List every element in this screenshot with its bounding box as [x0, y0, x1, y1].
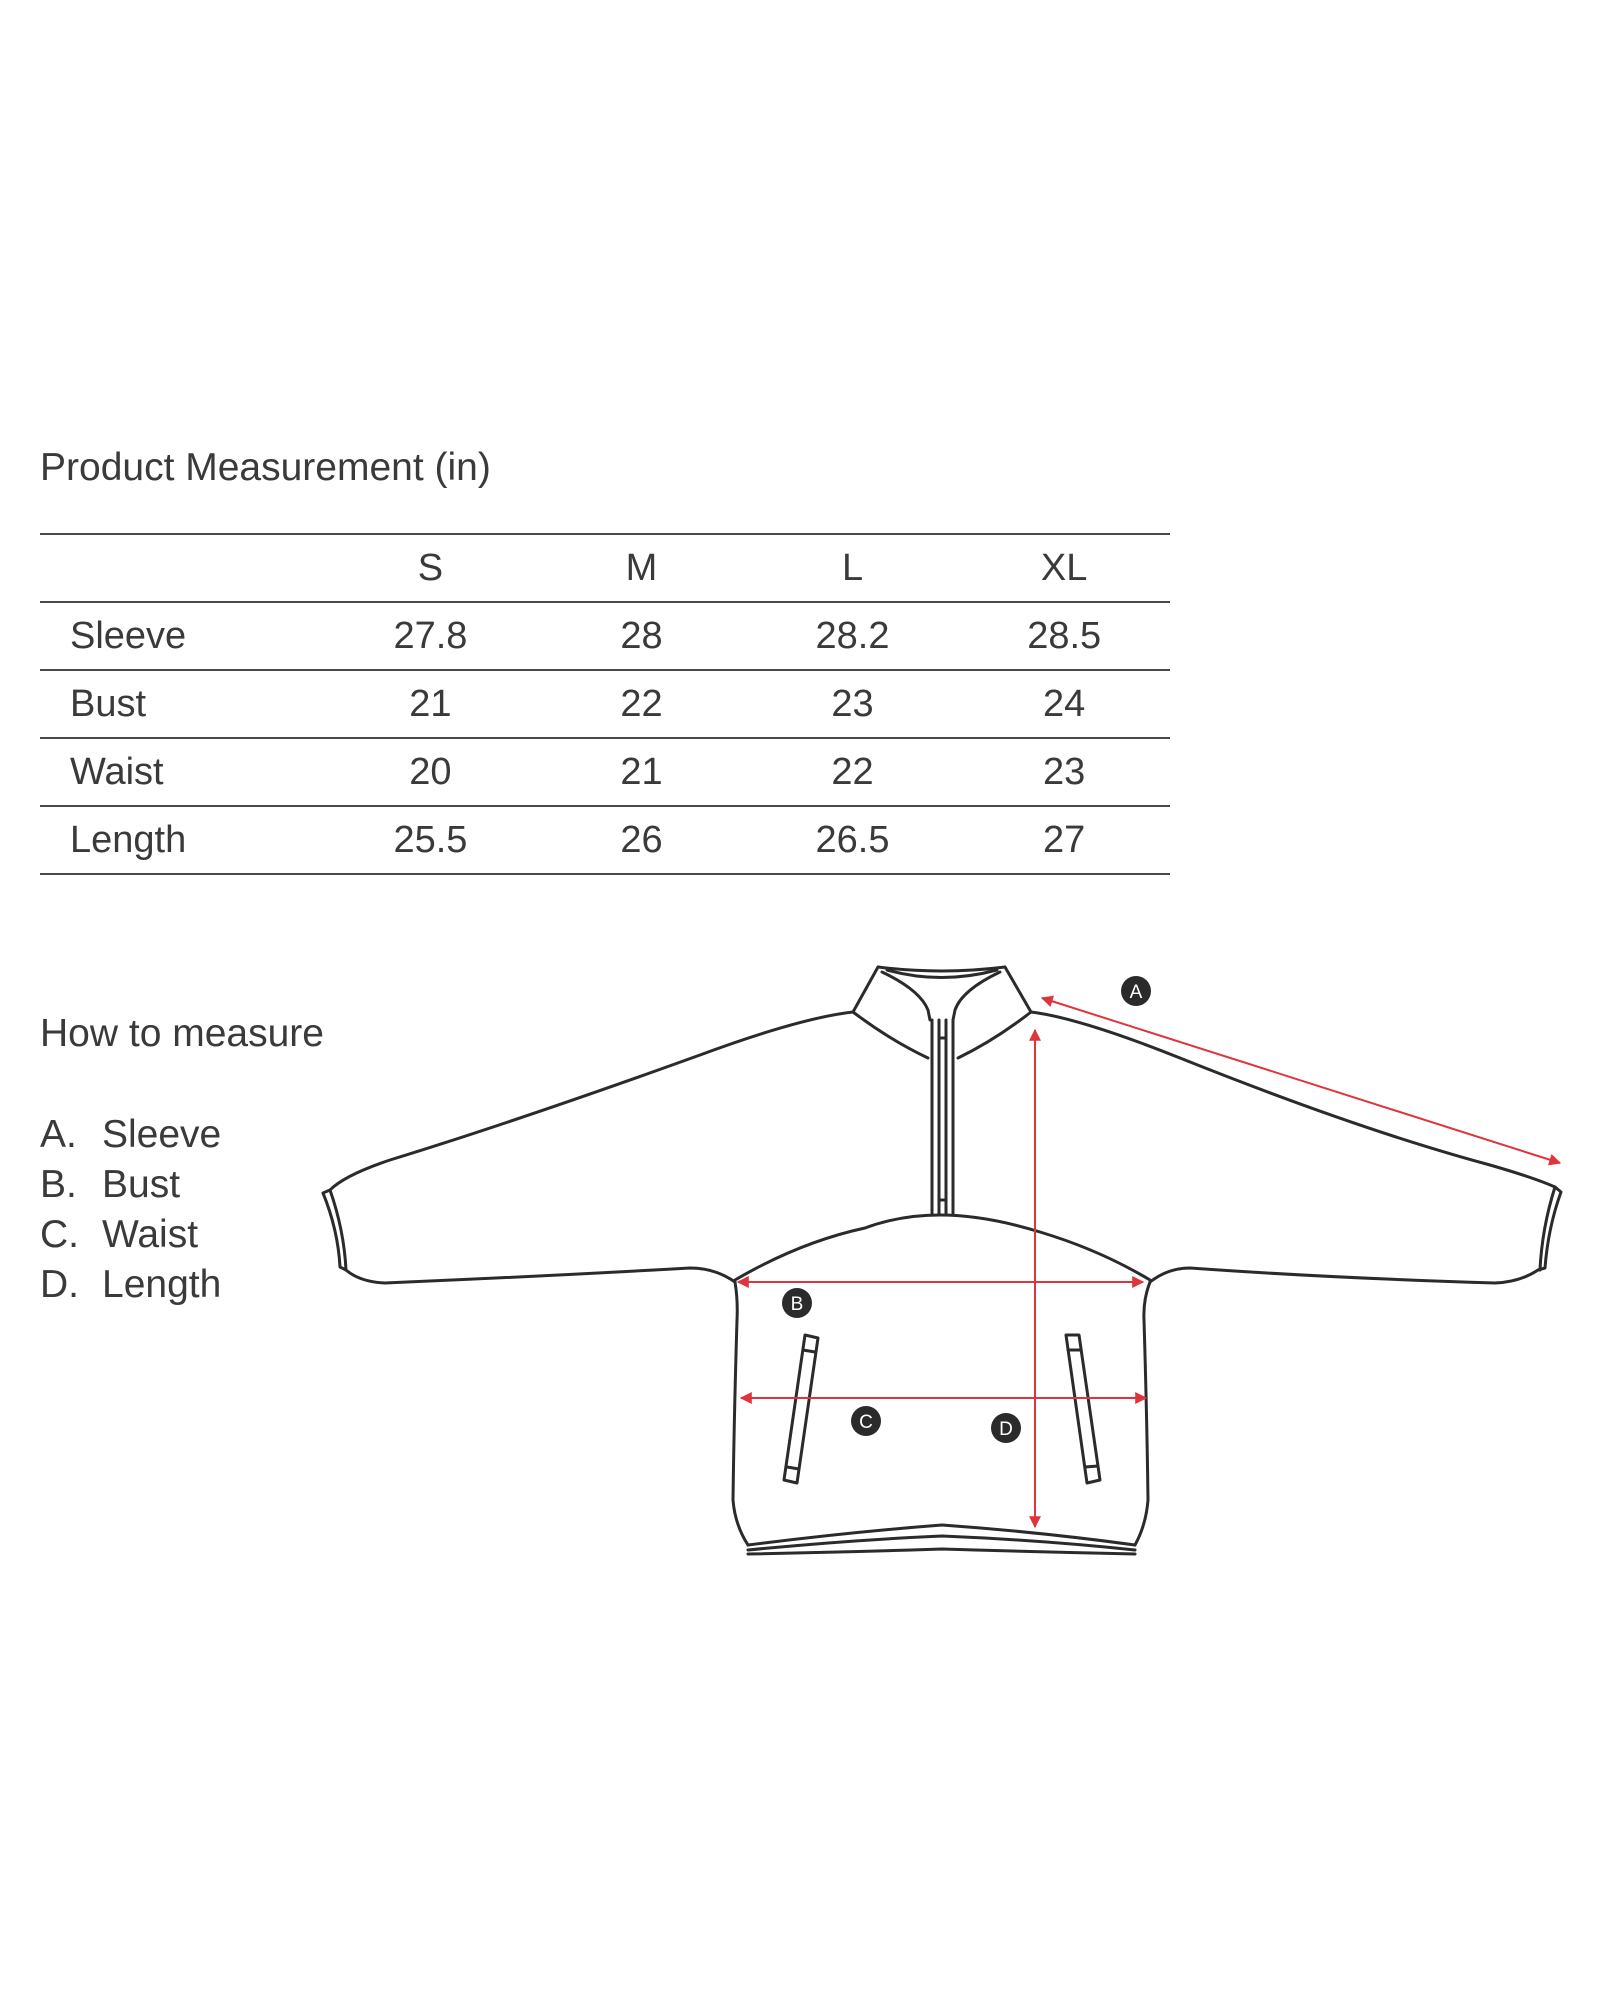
- header-size-l: L: [746, 533, 959, 603]
- row-label: Waist: [40, 737, 325, 807]
- cell-value: 26: [536, 805, 747, 875]
- cell-value: 26.5: [746, 805, 959, 875]
- legend-label: Sleeve: [102, 1113, 222, 1156]
- legend-label: Bust: [102, 1163, 181, 1206]
- cell-value: 25.5: [324, 805, 537, 875]
- legend-letter: C.: [40, 1213, 79, 1256]
- svg-text:D: D: [999, 1419, 1013, 1440]
- svg-text:C: C: [859, 1412, 873, 1433]
- svg-text:A: A: [1130, 982, 1143, 1003]
- size-table: S M L XL Sleeve 27.8 28 28.2 28.5 Bust 2…: [40, 533, 1170, 875]
- header-blank: [40, 533, 325, 603]
- table-header-row: S M L XL: [40, 533, 1170, 603]
- legend-item: D. Length: [40, 1260, 221, 1310]
- row-label: Bust: [40, 669, 325, 739]
- legend-label: Waist: [102, 1213, 199, 1256]
- legend-item: A. Sleeve: [40, 1110, 221, 1160]
- how-to-measure-title: How to measure: [40, 1012, 324, 1055]
- legend-item: C. Waist: [40, 1210, 221, 1260]
- cell-value: 28.5: [958, 601, 1170, 671]
- table-row: Sleeve 27.8 28 28.2 28.5: [40, 601, 1170, 671]
- legend-letter: D.: [40, 1263, 79, 1306]
- header-size-xl: XL: [958, 533, 1170, 603]
- legend-letter: A.: [40, 1113, 77, 1156]
- svg-text:B: B: [791, 1294, 804, 1315]
- header-size-m: M: [536, 533, 747, 603]
- row-label: Length: [40, 805, 325, 875]
- cell-value: 22: [536, 669, 747, 739]
- cell-value: 28: [536, 601, 747, 671]
- page-title: Product Measurement (in): [40, 446, 491, 489]
- table-row: Bust 21 22 23 24: [40, 669, 1170, 739]
- badge-b: B: [782, 1288, 812, 1318]
- cell-value: 21: [536, 737, 747, 807]
- cell-value: 22: [746, 737, 959, 807]
- badge-c: C: [851, 1406, 881, 1436]
- cell-value: 20: [324, 737, 537, 807]
- legend-letter: B.: [40, 1163, 77, 1206]
- cell-value: 23: [746, 669, 959, 739]
- cell-value: 28.2: [746, 601, 959, 671]
- cell-value: 23: [958, 737, 1170, 807]
- legend-label: Length: [102, 1263, 222, 1306]
- header-size-s: S: [324, 533, 537, 603]
- cell-value: 27: [958, 805, 1170, 875]
- legend-item: B. Bust: [40, 1160, 221, 1210]
- row-label: Sleeve: [40, 601, 325, 671]
- cell-value: 21: [324, 669, 537, 739]
- cell-value: 24: [958, 669, 1170, 739]
- jacket-outline-icon: [321, 965, 1563, 1556]
- measurement-arrows: [736, 995, 1562, 1529]
- sleeve-arrow-icon: [1040, 995, 1562, 1166]
- badge-a: A: [1121, 976, 1151, 1006]
- table-row: Waist 20 21 22 23: [40, 737, 1170, 807]
- table-row: Length 25.5 26 26.5 27: [40, 805, 1170, 875]
- measure-legend-list: A. Sleeve B. Bust C. Waist D. Length: [40, 1110, 221, 1310]
- badge-d: D: [991, 1413, 1021, 1443]
- cell-value: 27.8: [324, 601, 537, 671]
